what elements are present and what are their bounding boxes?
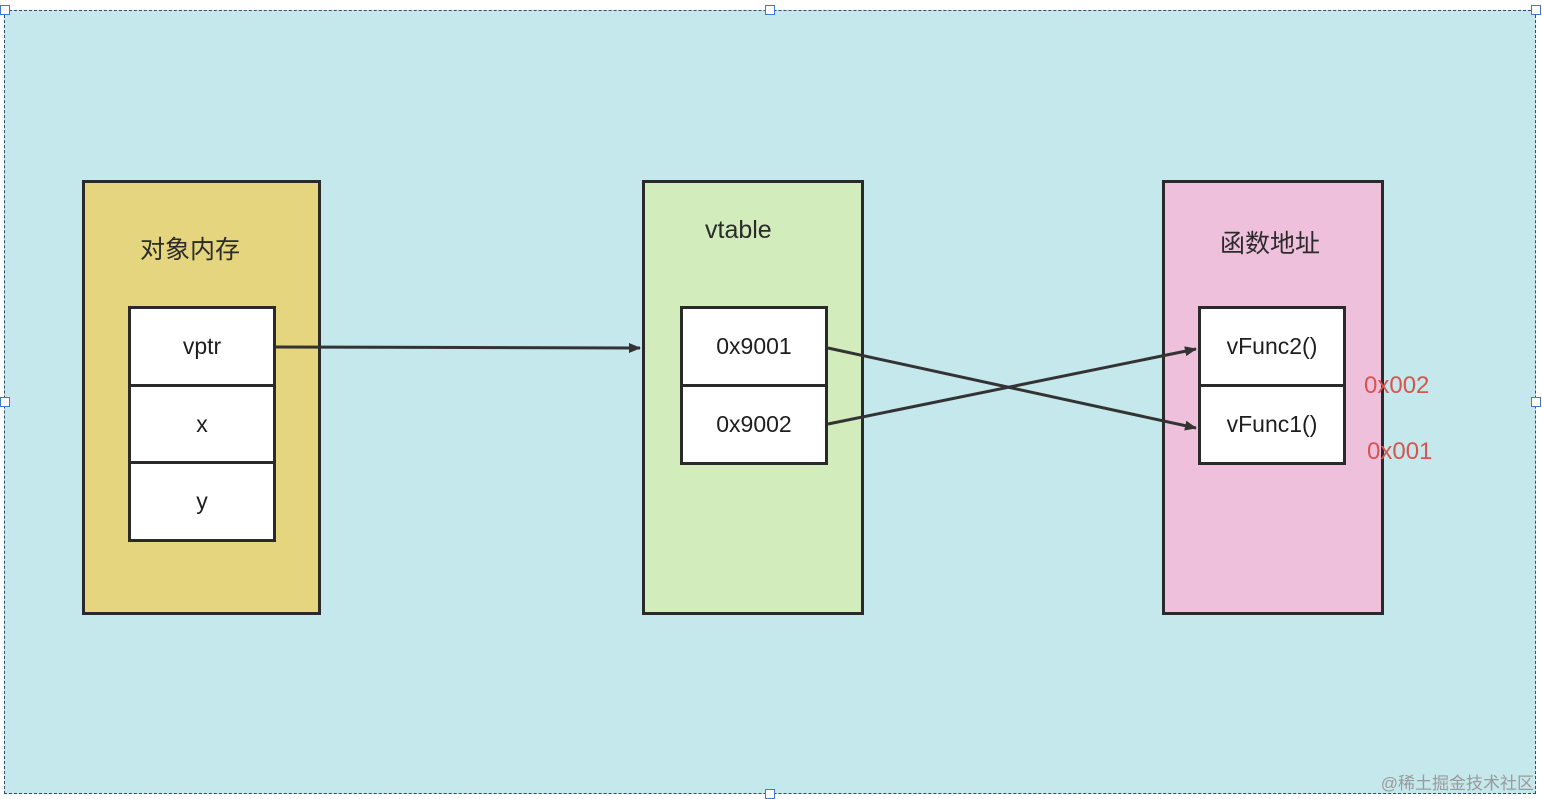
vtable-entry-0x9001[interactable]: 0x9001 bbox=[680, 306, 828, 387]
resize-handle-top-left[interactable] bbox=[0, 5, 10, 15]
vfunc1-address-label: 0x001 bbox=[1367, 438, 1433, 465]
vfunc2-cell[interactable]: vFunc2() bbox=[1198, 306, 1346, 387]
resize-handle-middle-left[interactable] bbox=[0, 397, 10, 407]
vfunc1-cell[interactable]: vFunc1() bbox=[1198, 384, 1346, 465]
resize-handle-middle-right[interactable] bbox=[1531, 397, 1541, 407]
vtable-entry-0x9002[interactable]: 0x9002 bbox=[680, 384, 828, 465]
resize-handle-top-right[interactable] bbox=[1531, 5, 1541, 15]
object-memory-panel[interactable] bbox=[82, 180, 321, 615]
watermark: @稀土掘金技术社区 bbox=[1380, 774, 1534, 793]
vtable-title: vtable bbox=[705, 216, 772, 244]
function-address-title: 函数地址 bbox=[1220, 230, 1321, 258]
y-cell[interactable]: y bbox=[128, 461, 276, 542]
x-cell[interactable]: x bbox=[128, 384, 276, 465]
object-memory-title: 对象内存 bbox=[140, 236, 241, 264]
vptr-cell[interactable]: vptr bbox=[128, 306, 276, 387]
vfunc2-address-label: 0x002 bbox=[1364, 372, 1430, 399]
resize-handle-top-center[interactable] bbox=[765, 5, 775, 15]
